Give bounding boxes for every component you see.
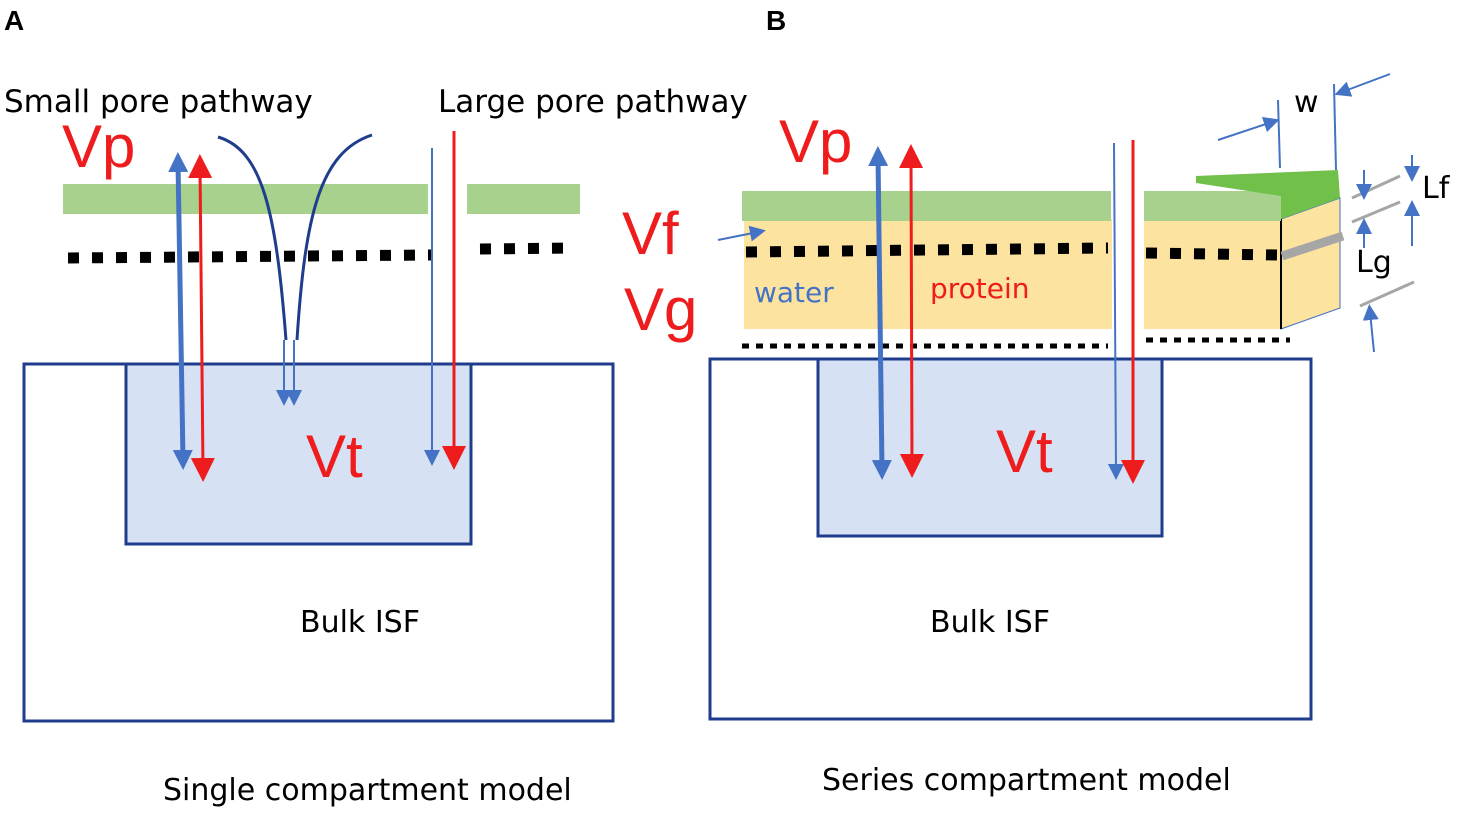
glycocalyx-layer-right bbox=[1144, 219, 1281, 329]
tissue-compartment-b bbox=[816, 357, 1164, 538]
caption-a: Single compartment model bbox=[163, 773, 572, 808]
green-top-face bbox=[1196, 170, 1340, 219]
tissue-compartment-a bbox=[124, 362, 473, 546]
water-arrow-b bbox=[868, 146, 892, 480]
lg-arrow-bottom bbox=[1362, 304, 1379, 353]
lf-bottom-tick bbox=[1351, 200, 1401, 224]
gray-membrane-side bbox=[1280, 231, 1345, 261]
dotted-membrane-a-right bbox=[479, 242, 576, 255]
panel-b: B w bbox=[622, 5, 1451, 798]
small-pore-funnel bbox=[217, 133, 373, 341]
vp-label-a: Vp bbox=[62, 113, 135, 180]
dotted-membrane-a bbox=[67, 249, 433, 264]
block-side-face bbox=[1280, 197, 1341, 330]
w-right-extension bbox=[1333, 83, 1337, 171]
vt-label-a: Vt bbox=[306, 423, 363, 490]
panel-a: A Small pore pathway Large pore pathway … bbox=[4, 5, 748, 808]
glycocalyx-layer-left bbox=[744, 219, 1112, 329]
caption-b: Series compartment model bbox=[822, 763, 1231, 798]
small-pore-label: Small pore pathway bbox=[4, 84, 313, 120]
protein-arrow-b bbox=[899, 144, 924, 478]
protein-arrow-a bbox=[188, 154, 215, 482]
bulk-isf-label-b: Bulk ISF bbox=[930, 605, 1050, 640]
w-left-arrow bbox=[1217, 116, 1280, 141]
panel-b-letter: B bbox=[766, 5, 786, 36]
vf-label: Vf bbox=[622, 200, 679, 267]
bulk-isf-label-a: Bulk ISF bbox=[300, 605, 420, 640]
lg-tick bbox=[1359, 280, 1415, 308]
vt-label-b: Vt bbox=[996, 418, 1053, 485]
lf-top-tick bbox=[1351, 174, 1401, 200]
capillary-wall-b-left bbox=[742, 191, 1111, 221]
vf-pointer-arrow bbox=[717, 225, 766, 242]
protein-label: protein bbox=[930, 272, 1030, 305]
water-label: water bbox=[754, 276, 834, 309]
w-label: w bbox=[1294, 85, 1319, 120]
w-left-extension bbox=[1277, 99, 1281, 169]
lf-label: Lf bbox=[1422, 171, 1451, 206]
large-pore-water-arrow-b bbox=[1107, 142, 1124, 480]
capillary-wall-b-right bbox=[1144, 191, 1281, 221]
w-right-arrow bbox=[1334, 73, 1391, 97]
vg-label: Vg bbox=[624, 276, 697, 343]
panel-a-letter: A bbox=[4, 5, 24, 36]
capillary-wall-a-right bbox=[467, 184, 580, 214]
capillary-wall-a-left bbox=[63, 184, 428, 214]
lg-label: Lg bbox=[1356, 245, 1392, 280]
large-pore-label: Large pore pathway bbox=[438, 84, 748, 120]
water-arrow-a bbox=[168, 152, 193, 470]
vp-label-b: Vp bbox=[779, 108, 852, 175]
